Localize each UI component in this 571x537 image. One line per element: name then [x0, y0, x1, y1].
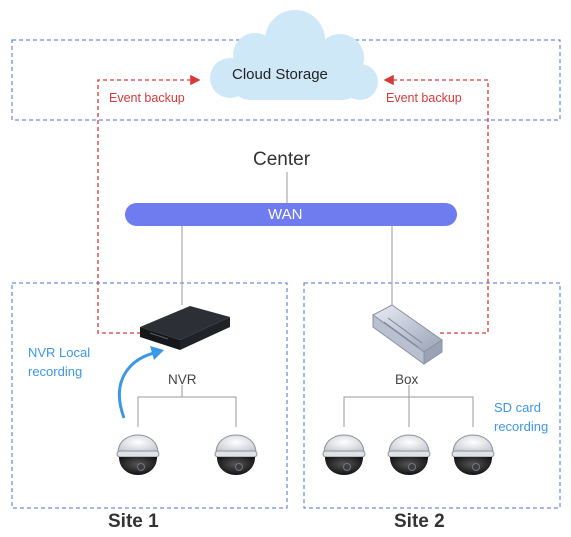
box-label: Box	[395, 372, 419, 387]
nvr-label: NVR	[168, 372, 197, 387]
dome-camera-icon	[322, 434, 366, 475]
site1-label: Site 1	[108, 511, 159, 532]
event-backup-line-right	[383, 74, 489, 334]
event-backup-label-left: Event backup	[109, 91, 185, 105]
cloud-icon	[210, 10, 378, 100]
site1-camera-bus	[137, 396, 237, 427]
dome-camera-icon	[387, 434, 431, 475]
nvr-local-recording-note: NVR Local recording	[28, 345, 91, 379]
sd-card-recording-note: SD card recording	[494, 400, 549, 434]
wan-label: WAN	[268, 206, 303, 223]
box-icon	[372, 304, 443, 365]
nvr-icon	[140, 306, 230, 350]
site2-label: Site 2	[394, 511, 445, 532]
dome-camera-icon	[214, 434, 258, 475]
dome-camera-icon	[451, 434, 495, 475]
local-recording-arrowhead	[150, 346, 164, 360]
event-backup-line-left	[97, 74, 201, 334]
wan-bar	[125, 203, 457, 226]
site1-box	[11, 282, 288, 509]
event-backup-label-right: Event backup	[386, 91, 462, 105]
center-label: Center	[253, 149, 311, 170]
cloud-storage-label: Cloud Storage	[232, 66, 328, 83]
dome-camera-icon	[116, 434, 160, 475]
local-recording-arrow	[117, 350, 159, 419]
site2-box	[303, 282, 561, 509]
